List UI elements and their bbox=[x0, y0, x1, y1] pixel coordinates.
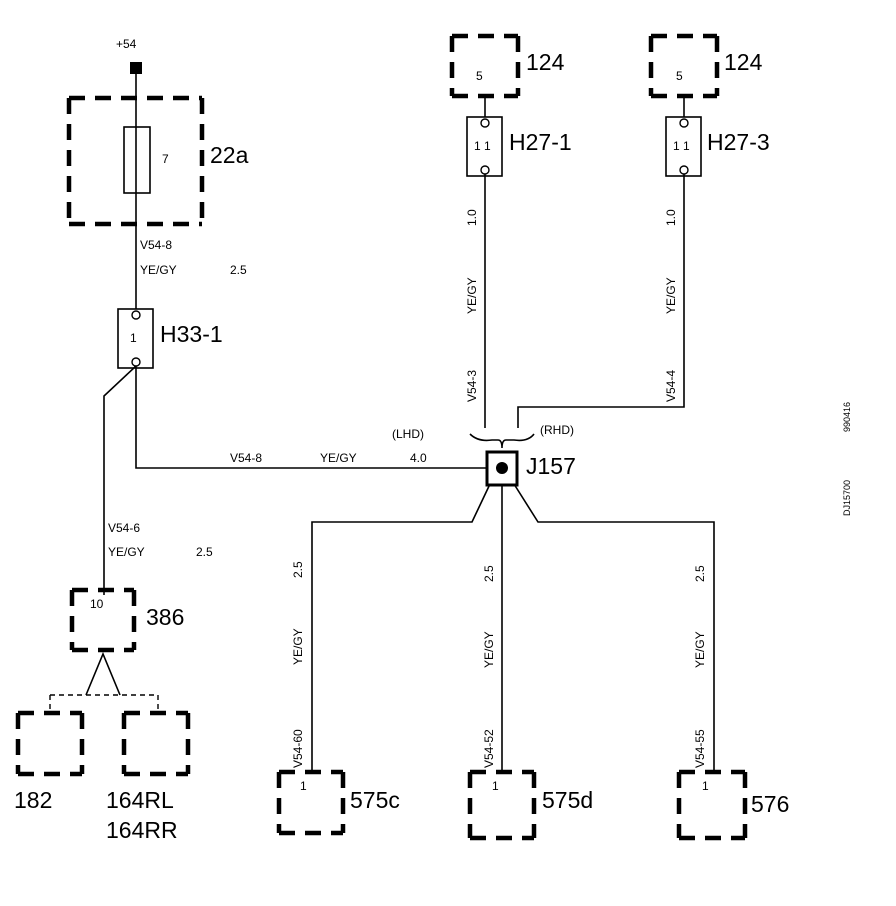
component-575c-outline bbox=[276, 769, 346, 836]
supply-label: +54 bbox=[116, 37, 137, 51]
wire-fuse-size: 2.5 bbox=[230, 263, 247, 277]
variant-lhd: (LHD) bbox=[392, 427, 424, 441]
junction-j157-dot bbox=[496, 462, 508, 474]
wire-576-size: 2.5 bbox=[693, 565, 707, 582]
fuse-id: 22a bbox=[210, 142, 249, 168]
wire-main-size: 4.0 bbox=[410, 451, 427, 465]
component-386-pin: 10 bbox=[90, 597, 104, 611]
supply-terminal-square bbox=[130, 62, 142, 74]
wire-h27-3-color: YE/GY bbox=[664, 277, 678, 314]
connector-h27-3: 1 1 H27-3 bbox=[665, 116, 770, 177]
component-164-id-line2: 164RR bbox=[106, 817, 178, 843]
connector-h33-1-bottom-pin bbox=[131, 357, 141, 367]
connector-h27-3-id: H27-3 bbox=[707, 129, 770, 155]
wire-fuse-color: YE/GY bbox=[140, 263, 177, 277]
wire-575d-circuit: V54-52 bbox=[482, 729, 496, 768]
component-575d-id: 575d bbox=[542, 787, 593, 813]
component-182: 182 bbox=[14, 710, 85, 813]
component-575d-pin: 1 bbox=[492, 779, 499, 793]
connector-h33-1-pin: 1 bbox=[130, 331, 137, 345]
wire-386-split bbox=[85, 651, 121, 696]
connector-h27-3-top-pin bbox=[679, 118, 689, 128]
wire-h27-3-size: 1.0 bbox=[664, 209, 678, 226]
connector-h33-1: 1 H33-1 bbox=[117, 308, 223, 369]
junction-j157-id: J157 bbox=[526, 453, 576, 479]
wire-575d-color: YE/GY bbox=[482, 631, 496, 668]
wire-386-branches bbox=[49, 694, 159, 713]
wire-576-circuit: V54-55 bbox=[693, 729, 707, 768]
wire-575c bbox=[311, 483, 491, 772]
margin-date-code: 990416 bbox=[842, 402, 852, 432]
fuse-box-22a: 7 22a bbox=[66, 95, 249, 227]
component-124-b: 5 124 bbox=[648, 33, 763, 99]
component-576-pin: 1 bbox=[702, 779, 709, 793]
wire-h27-1-color: YE/GY bbox=[465, 277, 479, 314]
junction-j157: J157 bbox=[485, 450, 576, 487]
component-124-a-pin: 5 bbox=[476, 69, 483, 83]
wire-h27-1-circuit: V54-3 bbox=[465, 370, 479, 402]
fuse-pin: 7 bbox=[162, 152, 169, 166]
wire-h27-3-circuit: V54-4 bbox=[664, 370, 678, 402]
wire-h27-1-size: 1.0 bbox=[465, 209, 479, 226]
component-386-outline bbox=[69, 587, 137, 653]
connector-h27-1-id: H27-1 bbox=[509, 129, 572, 155]
component-182-id: 182 bbox=[14, 787, 52, 813]
wire-386-color: YE/GY bbox=[108, 545, 145, 559]
wire-575c-circuit: V54-60 bbox=[291, 729, 305, 768]
connector-h33-1-top-pin bbox=[131, 310, 141, 320]
wire-main-color: YE/GY bbox=[320, 451, 357, 465]
connector-h27-1-top-pin bbox=[480, 118, 490, 128]
wire-main-circuit: V54-8 bbox=[230, 451, 262, 465]
component-124-b-pin: 5 bbox=[676, 69, 683, 83]
wire-h27-3 bbox=[517, 174, 685, 428]
wire-576 bbox=[513, 483, 715, 772]
connector-h27-1-pins: 1 1 bbox=[474, 139, 491, 153]
connector-h33-1-id: H33-1 bbox=[160, 321, 223, 347]
component-124-a: 5 124 bbox=[449, 33, 565, 99]
component-575c-id: 575c bbox=[350, 787, 400, 813]
fuse-element bbox=[123, 126, 151, 194]
component-164: 164RL 164RR bbox=[106, 710, 191, 843]
variant-bracket bbox=[469, 433, 535, 449]
component-576-outline bbox=[676, 769, 748, 841]
component-575c: 1 575c bbox=[276, 769, 400, 836]
wire-386 bbox=[103, 365, 137, 595]
wire-main bbox=[135, 366, 488, 469]
component-182-outline bbox=[15, 710, 85, 777]
supply-terminal: +54 bbox=[116, 37, 142, 74]
component-124-b-id: 124 bbox=[724, 49, 763, 75]
component-124-a-id: 124 bbox=[526, 49, 565, 75]
variant-rhd: (RHD) bbox=[540, 423, 574, 437]
margin-ref-code: DJ15700 bbox=[842, 480, 852, 516]
component-576-id: 576 bbox=[751, 791, 789, 817]
connector-h27-3-pins: 1 1 bbox=[673, 139, 690, 153]
wire-576-color: YE/GY bbox=[693, 631, 707, 668]
component-386-id: 386 bbox=[146, 604, 184, 630]
wire-fuse-circuit: V54-8 bbox=[140, 238, 172, 252]
connector-h27-3-bottom-pin bbox=[679, 165, 689, 175]
wire-575c-size: 2.5 bbox=[291, 561, 305, 578]
component-576: 1 576 bbox=[676, 769, 789, 841]
connector-h27-1: 1 1 H27-1 bbox=[466, 116, 572, 177]
component-124-b-outline bbox=[648, 33, 720, 99]
wire-386-circuit: V54-6 bbox=[108, 521, 140, 535]
component-575c-pin: 1 bbox=[300, 779, 307, 793]
component-575d: 1 575d bbox=[467, 769, 593, 841]
wire-575d-size: 2.5 bbox=[482, 565, 496, 582]
component-386: 10 386 bbox=[69, 587, 184, 653]
component-575d-outline bbox=[467, 769, 537, 841]
connector-h27-1-bottom-pin bbox=[480, 165, 490, 175]
wire-386-size: 2.5 bbox=[196, 545, 213, 559]
component-124-a-outline bbox=[449, 33, 521, 99]
wire-575c-color: YE/GY bbox=[291, 628, 305, 665]
component-164-id-line1: 164RL bbox=[106, 787, 174, 813]
component-164-outline bbox=[121, 710, 191, 777]
